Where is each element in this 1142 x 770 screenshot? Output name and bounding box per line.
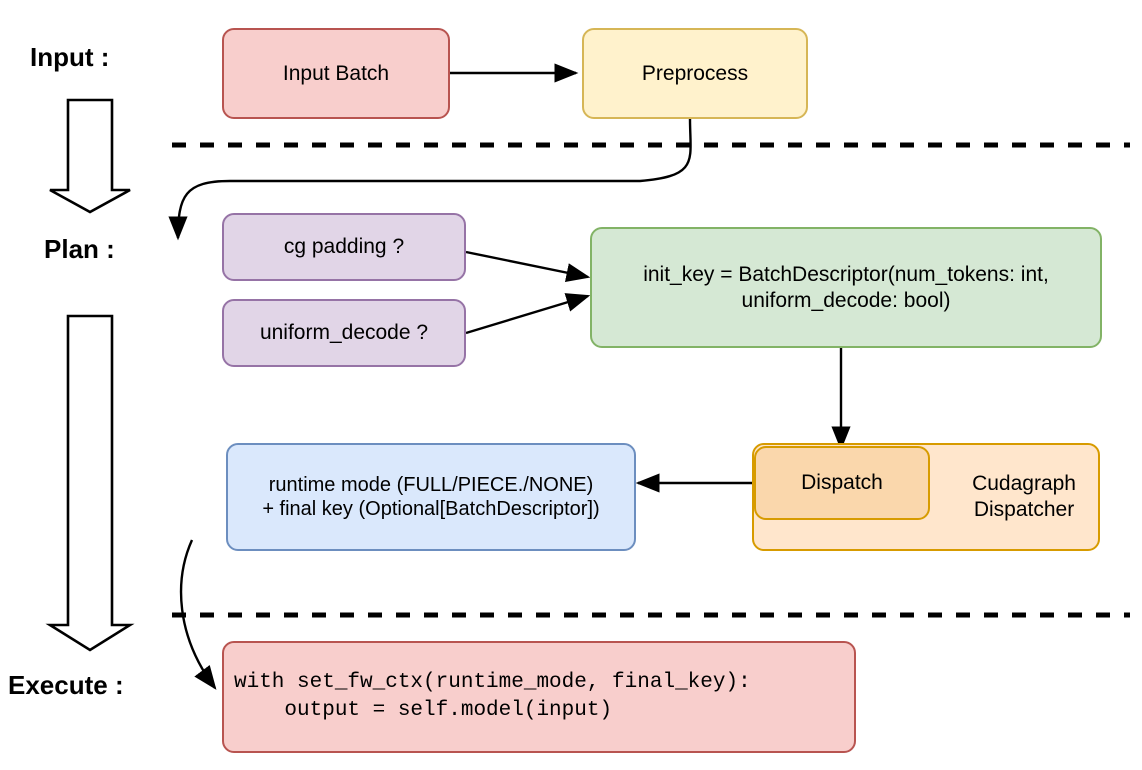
- node-uniform-decode[interactable]: uniform_decode ?: [222, 299, 466, 367]
- flow-arrow-input-to-plan: [49, 98, 131, 214]
- node-cg-padding[interactable]: cg padding ?: [222, 213, 466, 281]
- node-dispatch[interactable]: Dispatch: [754, 446, 930, 520]
- stage-label-plan: Plan :: [44, 234, 115, 264]
- edge-uniform-decode-to-init-key: [465, 293, 591, 335]
- edge-cg-padding-to-init-key: [465, 250, 591, 283]
- node-init-key[interactable]: init_key = BatchDescriptor(num_tokens: i…: [590, 227, 1102, 348]
- flow-arrow-plan-to-execute: [45, 314, 135, 652]
- node-runtime-mode[interactable]: runtime mode (FULL/PIECE./NONE) + final …: [226, 443, 636, 551]
- node-preprocess[interactable]: Preprocess: [582, 28, 808, 119]
- node-input-batch[interactable]: Input Batch: [222, 28, 450, 119]
- edge-runtime-mode-to-execute-code: [179, 539, 217, 690]
- stage-label-execute: Execute :: [8, 670, 124, 700]
- node-execute-code[interactable]: with set_fw_ctx(runtime_mode, final_key)…: [222, 641, 856, 753]
- stage-label-input: Input :: [30, 42, 110, 72]
